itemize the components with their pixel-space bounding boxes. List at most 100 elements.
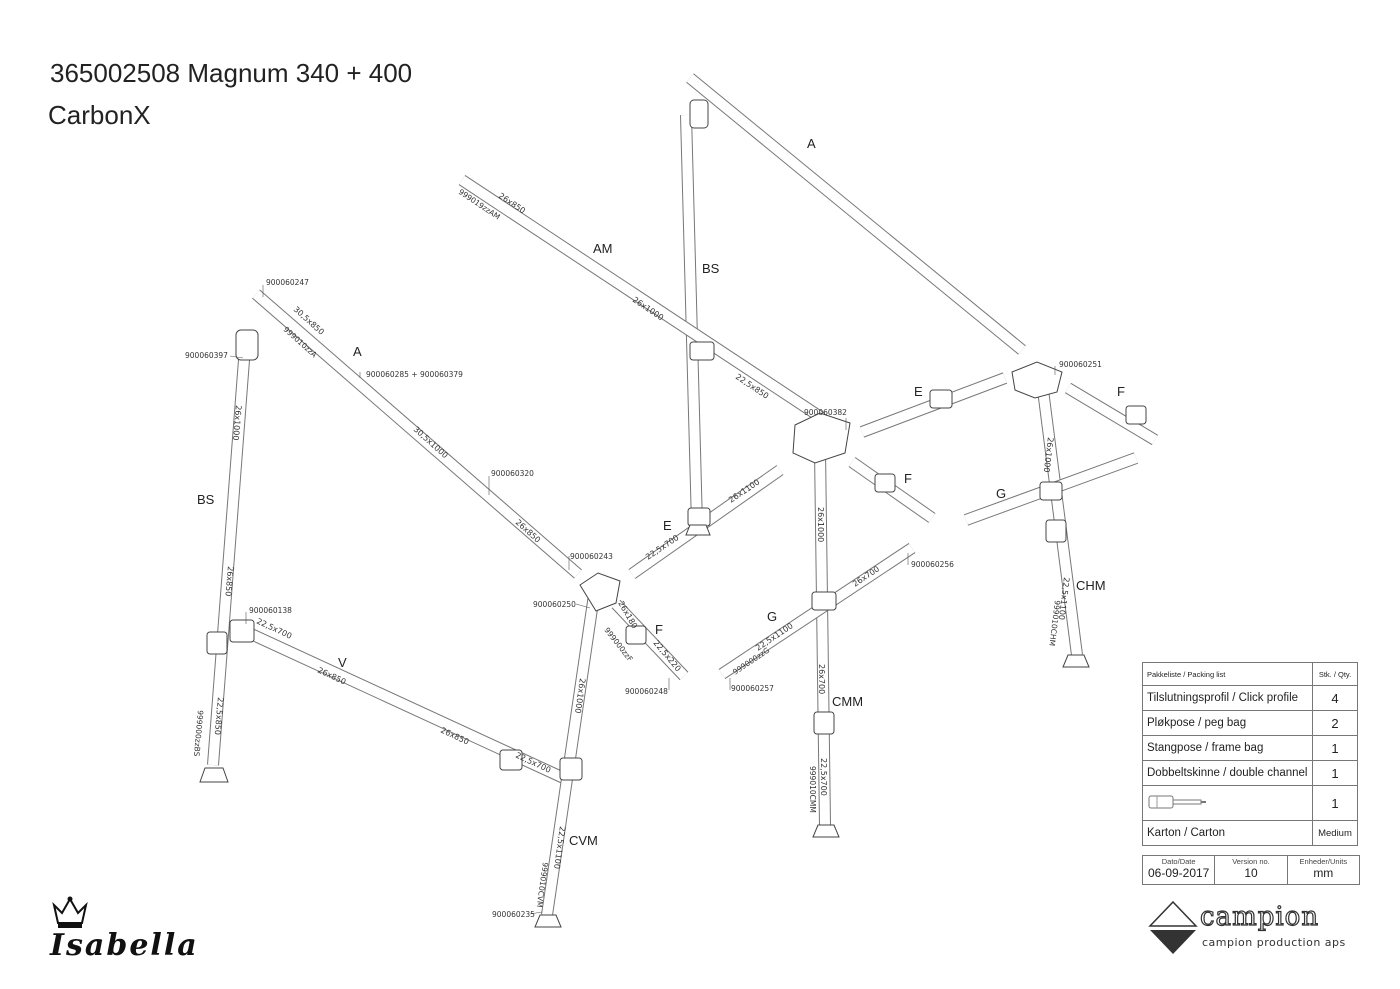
foot-plate [1062,654,1090,668]
dim-chm-1: 26x1000 [1042,437,1055,473]
isabella-logo: Isabella [50,928,199,963]
part-number: 900060320 [491,469,534,478]
label-g-mid: G [767,609,777,624]
clamp [689,341,715,361]
drawing-subtitle: CarbonX [48,100,151,130]
tube-bs-mid [680,114,703,526]
units-value: mm [1313,866,1334,880]
screwdriver-icon [1148,795,1206,808]
isabella-crown-icon [52,896,88,928]
part-number: 900060138 [249,606,292,615]
cross-connector [792,412,851,464]
part-number: 900060247 [266,278,309,287]
part-number: 900060250 [533,600,576,609]
item-qty: 1 [1312,735,1358,761]
item-qty: 1 [1312,760,1358,786]
item-name: Dobbeltskinne / double channel [1142,760,1313,786]
item-qty: Medium [1312,820,1358,846]
part-number: 900060243 [570,552,613,561]
kit-number: 999000zzBS [192,710,205,757]
label-f-front: F [655,622,663,637]
label-cmm: CMM [832,694,863,709]
item-qty: 4 [1312,685,1358,711]
label-bs-mid: BS [702,261,720,276]
version-value: 10 [1244,866,1258,880]
campion-triangle-icon [1148,900,1198,954]
foot-plate [534,914,562,928]
dim-bs-left-3: 22,5x850 [213,697,225,735]
part-number: 900060397 [185,351,228,360]
packing-row: 1 [1142,785,1358,821]
label-v: V [338,655,347,670]
label-g-right: G [996,486,1006,501]
date-label: Dato/Date [1161,857,1196,866]
tube-am [458,174,826,424]
item-name: Pløkpose / peg bag [1142,710,1313,736]
tubes [207,73,1159,916]
clamp [811,591,837,611]
version-label: Version no. [1232,857,1270,866]
dim-a-left-2: 30,5x1000 [412,425,450,460]
clamp [874,473,896,493]
clamp [1125,405,1147,425]
clamp [1039,481,1063,501]
campion-tagline: campion production aps [1202,936,1346,949]
kit-number: 999010CHM [1047,600,1062,647]
item-qty: 2 [1312,710,1358,736]
clamp [206,631,228,655]
clamp [229,619,255,643]
label-am: AM [593,241,613,256]
dim-cmm-2: 26x700 [817,664,826,694]
tube-cmm [814,449,831,826]
tube-a-top [686,73,1026,355]
clamp [687,507,711,527]
part-number: 900060248 [625,687,668,696]
part-number: 900060235 [492,910,535,919]
clamp [929,389,953,409]
dim-cmm-3: 22,5x700 [819,758,828,796]
version-cell: Version no.10 [1215,856,1288,884]
qty-header: Stk. / Qty. [1312,662,1358,686]
campion-name: campion [1199,901,1320,932]
date-value: 06-09-2017 [1147,866,1210,880]
dim-cmm-1: 26x1000 [816,507,825,542]
clamp [625,625,647,645]
foot-plate [812,824,840,838]
label-a-top: A [807,136,816,151]
dim-bs-left-2: 26x850 [223,566,235,597]
tube-bs-left [207,359,250,766]
clamp [813,711,835,735]
campion-logo: campion campion production aps [1148,900,1363,960]
part-number: 900060251 [1059,360,1102,369]
tube-f-front [611,599,689,681]
label-bs-left: BS [197,492,215,507]
t-connector [579,572,621,612]
item-name: Stangpose / frame bag [1142,735,1313,761]
part-number: 900060256 [911,560,954,569]
label-e-upper: E [914,384,923,399]
label-a-left: A [353,344,362,359]
kit-number: 999010CMM [808,766,817,813]
corner-connector [689,99,709,129]
label-cvm: CVM [569,833,598,848]
label-f-right: F [1117,384,1125,399]
tube-g-mid [718,542,916,680]
corner-connector [235,329,259,361]
label-f-mid: F [904,471,912,486]
leader-lines [229,285,1056,915]
packing-list-table: Pakkeliste / Packing list Stk. / Qty. Ti… [1142,662,1358,846]
foot-plate [685,524,711,536]
tube-f-right [1064,382,1159,446]
item-name: Tilslutningsprofil / Click profile [1142,685,1313,711]
drawing-title: 365002508 Magnum 340 + 400 [50,58,413,88]
tube-cvm [541,594,600,916]
packing-list-title: Pakkeliste / Packing list [1142,662,1313,686]
item-name: Karton / Carton [1142,820,1313,846]
